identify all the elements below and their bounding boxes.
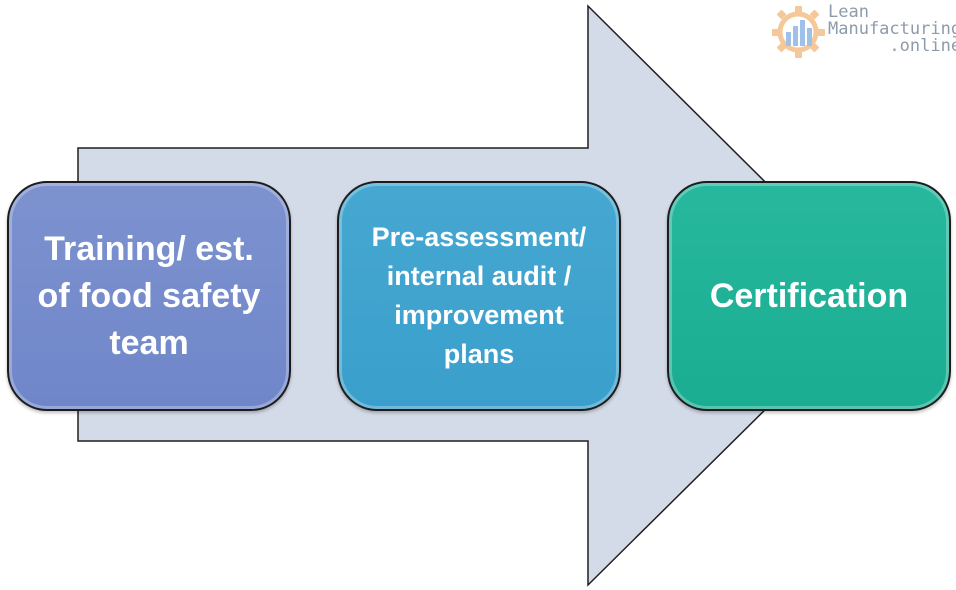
step-training-label: Training/ est. of food safety team	[37, 229, 261, 362]
logo-line-manufacturing: Manufacturing	[828, 19, 956, 39]
step-certification: Certification	[667, 181, 951, 411]
step-pre-assessment: Pre-assessment/ internal audit / improve…	[337, 181, 621, 411]
step-pre-assessment-label: Pre-assessment/ internal audit / improve…	[371, 222, 587, 369]
logo-text: Lean Manufacturing .online	[828, 4, 956, 55]
logo-line-online: .online	[889, 36, 956, 56]
logo-line-lean: Lean	[828, 2, 869, 22]
lean-manufacturing-logo: Lean Manufacturing .online	[768, 2, 956, 60]
step-certification-label: Certification	[709, 276, 909, 315]
step-training: Training/ est. of food safety team	[7, 181, 291, 411]
gear-chart-icon	[772, 6, 825, 58]
